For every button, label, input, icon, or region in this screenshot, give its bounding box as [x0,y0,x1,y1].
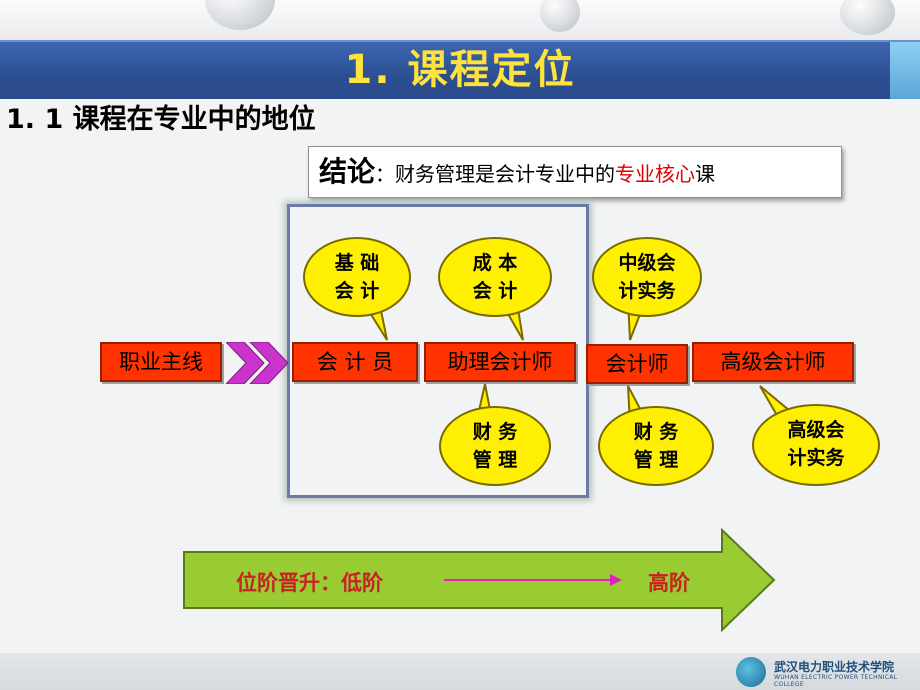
section-heading: 1. 1 课程在专业中的地位 [6,104,316,135]
course-bubble: 成 本会 计 [438,237,552,317]
conclusion-suffix: 课 [695,162,716,186]
school-emblem-icon [736,657,766,687]
school-logo: 武汉电力职业技术学院 WUHAN ELECTRIC POWER TECHNICA… [716,656,916,688]
water-drop-decoration [540,0,580,32]
conclusion-text: 财务管理是会计专业中的 [395,162,616,186]
stage-box: 高级会计师 [692,342,854,382]
chevron-icon [226,342,288,384]
conclusion-colon: ： [375,162,396,186]
progression-label: 位阶晋升：低阶 [236,571,383,595]
stage-box: 会计师 [586,344,688,384]
slide-title: 1. 课程定位 [344,47,576,93]
stage-box: 助理会计师 [424,342,576,382]
conclusion-label: 结论 [319,155,376,188]
conclusion-box: 结论：财务管理是会计专业中的专业核心课 [308,146,842,198]
course-bubble: 基 础会 计 [303,237,411,317]
footer-band [0,653,920,690]
course-bubble: 财 务管 理 [439,406,551,486]
top-decoration [0,0,920,40]
water-drop-decoration [840,0,895,35]
school-name-cn: 武汉电力职业技术学院 [774,660,895,674]
career-line-label: 职业主线 [100,342,222,382]
progression-arrow [183,528,776,632]
conclusion-highlight: 专业核心 [615,162,696,186]
course-bubble: 财 务管 理 [598,406,714,486]
title-bar [0,40,920,99]
course-bubble: 高级会计实务 [752,404,880,486]
stage-box: 会 计 员 [292,342,418,382]
school-name-en: WUHAN ELECTRIC POWER TECHNICAL COLLEGE [774,674,898,688]
progression-end: 高阶 [648,571,690,595]
course-bubble: 中级会计实务 [592,237,702,317]
